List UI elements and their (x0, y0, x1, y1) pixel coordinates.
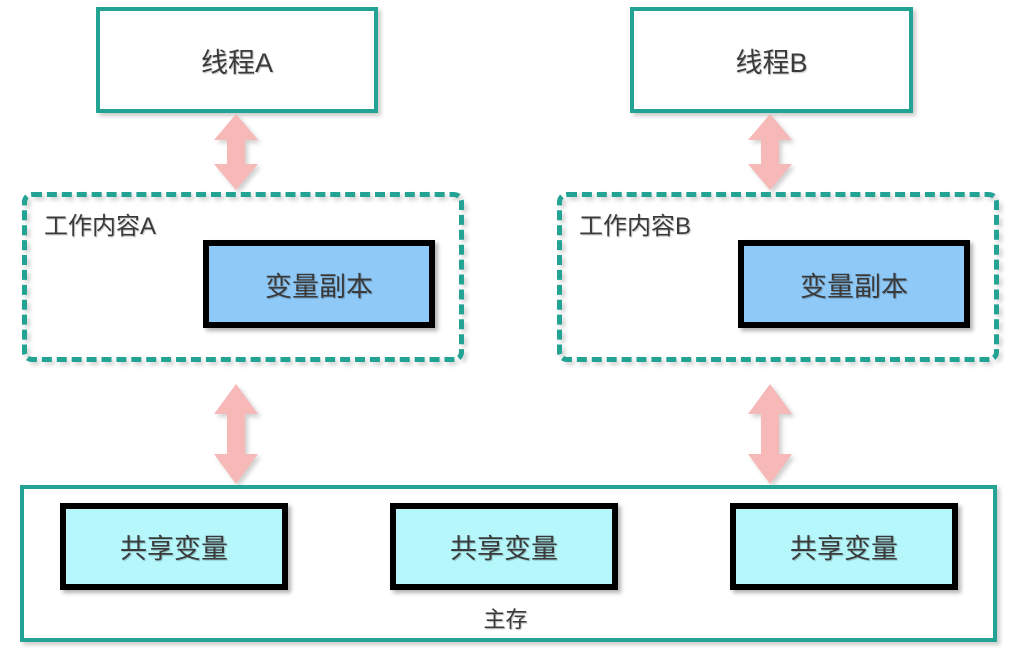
shared-variable-box-3[interactable]: 共享变量 (730, 503, 958, 590)
shared-variable-3-label: 共享变量 (790, 534, 898, 564)
shared-variable-box-2[interactable]: 共享变量 (390, 503, 618, 590)
working-memory-box-b[interactable] (557, 192, 999, 362)
shared-variable-2-label: 共享变量 (450, 534, 558, 564)
arrow-working-b-to-main-memory (748, 384, 792, 484)
arrow-working-a-to-main-memory (214, 384, 258, 484)
arrow-thread-a-to-working-a (214, 114, 258, 190)
thread-box-b[interactable]: 线程B (630, 7, 913, 113)
thread-a-label: 线程A (200, 47, 273, 78)
thread-b-label: 线程B (735, 47, 808, 78)
variable-copy-box-a[interactable]: 变量副本 (203, 240, 435, 328)
arrow-thread-b-to-working-b (748, 114, 792, 190)
shared-variable-1-label: 共享变量 (120, 534, 228, 564)
variable-copy-b-label: 变量副本 (800, 271, 908, 302)
main-memory-label: 主存 (483, 607, 528, 632)
working-memory-box-a[interactable] (22, 192, 464, 362)
shared-variable-box-1[interactable]: 共享变量 (60, 503, 288, 590)
variable-copy-a-label: 变量副本 (265, 271, 373, 302)
variable-copy-box-b[interactable]: 变量副本 (738, 240, 970, 328)
working-memory-b-label: 工作内容B (579, 213, 692, 240)
thread-box-a[interactable]: 线程A (96, 7, 378, 113)
working-memory-a-label: 工作内容A (44, 213, 157, 240)
